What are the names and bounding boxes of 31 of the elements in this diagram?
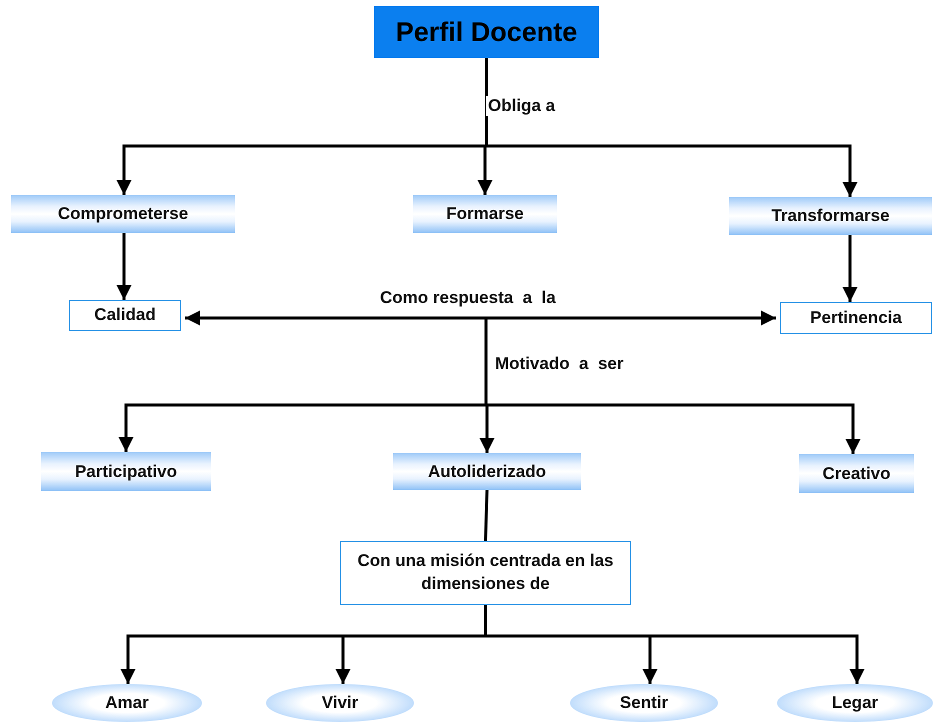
- arrow: [185, 310, 776, 326]
- concept-box: [393, 453, 581, 490]
- arrow: [484, 605, 864, 684]
- node-label: Autoliderizado: [428, 462, 546, 482]
- node-label: Pertinencia: [810, 306, 902, 329]
- node-label: Sentir: [620, 693, 668, 713]
- node-label: Amar: [105, 693, 149, 713]
- node-label: Creativo: [822, 464, 891, 484]
- node-label: Transformarse: [771, 206, 890, 226]
- concept-box: [780, 302, 932, 334]
- edge-label: Como respuesta a la: [378, 288, 558, 308]
- node-label: Con una misión centrada en las dimensiones de: [356, 550, 614, 595]
- concept-box: [729, 197, 932, 235]
- concept-box: [799, 454, 914, 493]
- edge-label: Obliga a: [486, 96, 558, 116]
- node-label: Formarse: [446, 204, 524, 224]
- concept-box: [69, 300, 181, 331]
- arrow: [842, 235, 858, 302]
- concept-box: [41, 452, 211, 491]
- node-label: Vivir: [322, 693, 358, 713]
- node-label: Participativo: [74, 462, 178, 482]
- concept-ellipse: [777, 684, 933, 722]
- arrow: [116, 233, 132, 300]
- concept-box: [340, 541, 631, 605]
- concept-box: [413, 195, 557, 233]
- title-box: [374, 6, 599, 58]
- node-label: Calidad: [94, 304, 156, 326]
- node-label: Comprometerse: [58, 204, 188, 224]
- node-label: Legar: [832, 693, 878, 713]
- node-label: Perfil Docente: [396, 16, 578, 48]
- concept-box: [11, 195, 235, 233]
